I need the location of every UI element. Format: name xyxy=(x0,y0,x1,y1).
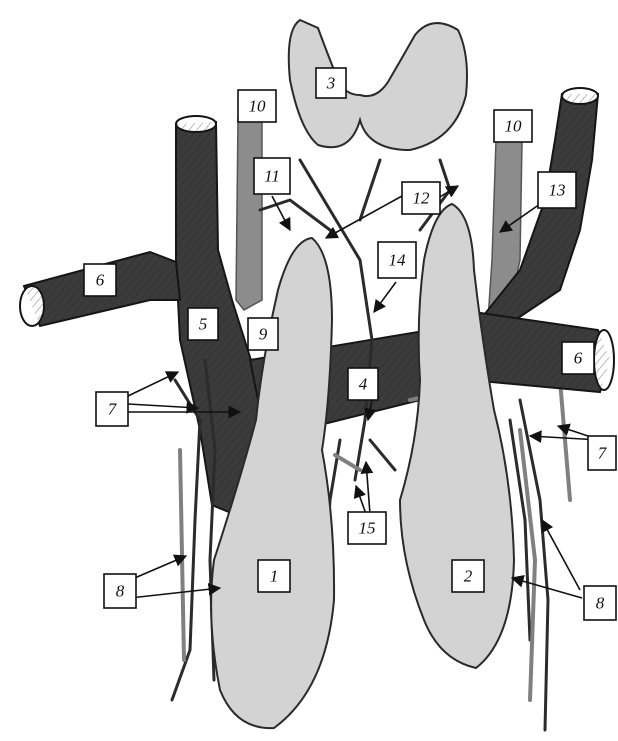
label-7-left: 7 xyxy=(96,392,128,426)
label-15-text: 15 xyxy=(359,519,376,538)
label-10-left: 10 xyxy=(238,90,276,122)
label-8-left-text: 8 xyxy=(116,582,125,601)
label-14-text: 14 xyxy=(389,251,407,270)
label-2-text: 2 xyxy=(464,567,473,586)
label-6-right: 6 xyxy=(562,342,594,374)
label-14: 14 xyxy=(378,242,416,278)
label-4-text: 4 xyxy=(359,375,368,394)
label-10-right-text: 10 xyxy=(505,117,523,136)
label-3: 3 xyxy=(316,68,346,98)
label-12: 12 xyxy=(402,182,440,214)
label-6-left: 6 xyxy=(84,264,116,296)
label-9-text: 9 xyxy=(259,325,268,344)
label-13-text: 13 xyxy=(549,181,566,200)
label-2: 2 xyxy=(452,560,484,592)
label-4: 4 xyxy=(348,368,378,400)
label-12-text: 12 xyxy=(413,189,431,208)
label-15: 15 xyxy=(348,512,386,544)
label-9: 9 xyxy=(248,318,278,350)
label-5: 5 xyxy=(188,308,218,340)
label-11: 11 xyxy=(254,158,290,194)
label-13: 13 xyxy=(538,172,576,208)
label-8-right: 8 xyxy=(584,586,616,620)
label-11-text: 11 xyxy=(264,167,280,186)
label-7-right: 7 xyxy=(588,436,616,470)
label-8-right-text: 8 xyxy=(596,594,605,613)
label-1: 1 xyxy=(258,560,290,592)
label-3-text: 3 xyxy=(326,74,336,93)
label-6-right-text: 6 xyxy=(574,349,583,368)
label-10-right: 10 xyxy=(494,110,532,142)
grey-trunk-left xyxy=(236,116,262,310)
label-6-left-text: 6 xyxy=(96,271,105,290)
label-8-left: 8 xyxy=(104,574,136,608)
label-10-left-text: 10 xyxy=(249,97,267,116)
label-1-text: 1 xyxy=(270,567,279,586)
label-5-text: 5 xyxy=(199,315,208,334)
